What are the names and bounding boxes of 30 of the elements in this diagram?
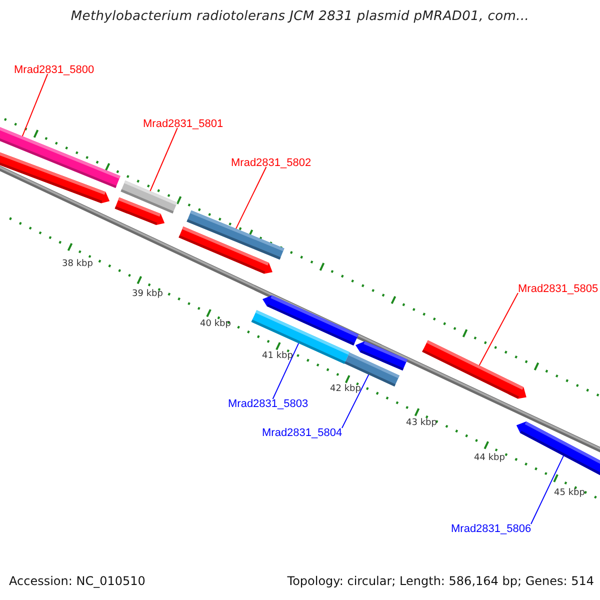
scale-label: 44 kbp: [474, 453, 505, 463]
leader-line: [478, 292, 518, 366]
scale-label: 43 kbp: [406, 418, 437, 428]
info-text: Accession: NC_010510: [9, 574, 146, 588]
gene-segment: [356, 341, 408, 370]
gene-segment: [186, 210, 284, 260]
gene-label: Mrad2831_5804: [262, 427, 342, 439]
scale-label: 45 kbp: [554, 488, 585, 498]
gene-label: Mrad2831_5802: [231, 157, 312, 169]
gene-label: Mrad2831_5801: [143, 118, 224, 130]
gene-label: Mrad2831_5803: [228, 398, 308, 410]
leader-line: [342, 374, 370, 428]
gene-segment: [120, 180, 178, 214]
scale-label: 39 kbp: [132, 289, 163, 299]
gene-label: Mrad2831_5800: [14, 64, 94, 76]
info-text: Topology: circular; Length: 586,164 bp; Genes: 514: [287, 574, 594, 588]
scale-label: 38 kbp: [62, 259, 93, 269]
leader-line: [150, 128, 178, 192]
leader-line: [530, 455, 564, 524]
title: Methylobacterium radiotolerans JCM 2831 plasmid pMRAD01, com...: [70, 9, 530, 24]
leader-line: [272, 342, 300, 400]
gene-label: Mrad2831_5806: [451, 523, 532, 535]
scale-label: 42 kbp: [330, 384, 361, 394]
gene-segment: [422, 340, 526, 399]
scale-label: 41 kbp: [262, 351, 293, 361]
gene-label: Mrad2831_5805: [518, 283, 598, 295]
leader-line: [236, 166, 267, 230]
scale-label: 40 kbp: [200, 319, 231, 329]
leader-line: [22, 74, 48, 137]
gene-segment: [262, 295, 358, 346]
